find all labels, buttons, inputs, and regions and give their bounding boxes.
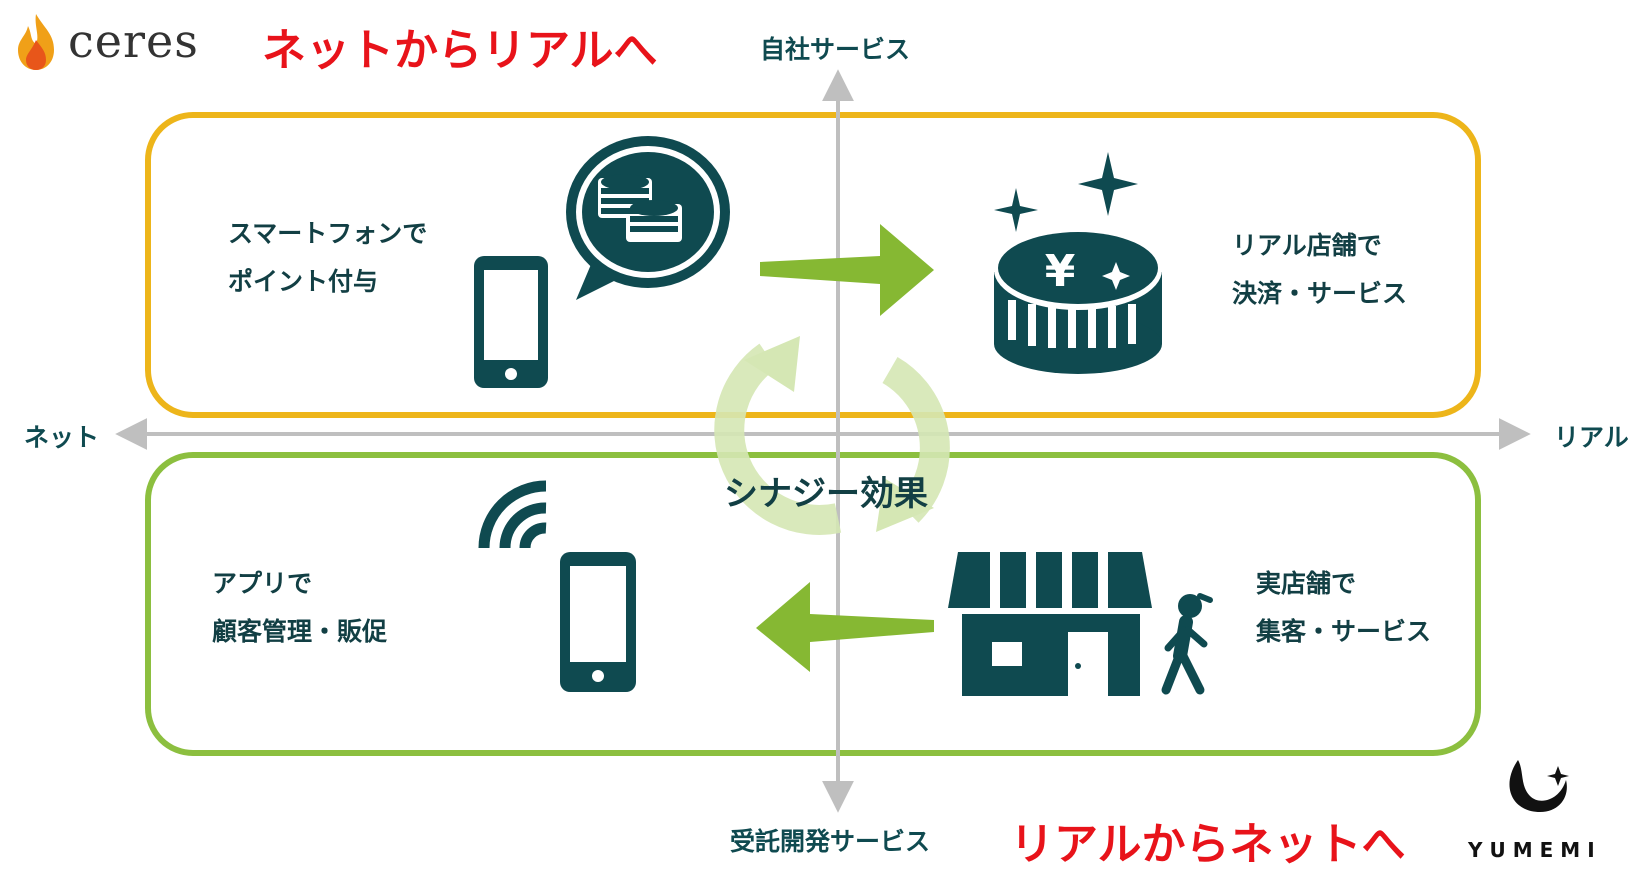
top-quadrant-box — [145, 112, 1481, 418]
bottom-quadrant-box — [145, 452, 1481, 756]
cycle-arrow-head-right — [876, 478, 934, 532]
axis-label-left: ネット — [24, 423, 100, 452]
caption-bottom-left-line2: 顧客管理・販促 — [212, 617, 388, 646]
arrow-net-to-real — [760, 224, 934, 316]
caption-top-right-line2: 決済・サービス — [1232, 279, 1408, 308]
smartphone-icon-bottom — [560, 552, 636, 692]
brand-name: ceres — [68, 14, 199, 68]
caption-top-left-line1: スマートフォンで — [228, 219, 428, 248]
headline-real-to-net: リアルからネットへ — [1010, 819, 1406, 870]
caption-bottom-right: 実店舗で 集客・サービス — [1256, 560, 1431, 656]
caption-bottom-left: アプリで 顧客管理・販促 — [212, 560, 387, 656]
axis-label-right: リアル — [1554, 423, 1629, 452]
sparkle-icon — [1078, 152, 1138, 216]
storefront-icon — [948, 552, 1152, 696]
smartphone-icon — [474, 256, 548, 388]
cycle-arrow-head-left — [744, 336, 800, 392]
flame-logo-icon — [18, 14, 54, 70]
sparkle-icon-small — [994, 188, 1038, 232]
yen-coin-icon: ¥ — [994, 230, 1162, 374]
coin-yen-symbol: ¥ — [1045, 246, 1076, 297]
cycle-arrow-icon — [714, 343, 950, 535]
ceres-logo: ceres — [14, 8, 199, 74]
yumemi-logo-icon — [1509, 760, 1569, 812]
caption-top-right: リアル店舗で 決済・サービス — [1232, 222, 1407, 318]
caption-top-right-line1: リアル店舗で — [1232, 231, 1382, 260]
axis-label-bottom: 受託開発サービス — [730, 827, 931, 856]
arrow-real-to-net — [756, 582, 934, 672]
caption-bottom-right-line2: 集客・サービス — [1256, 617, 1432, 646]
headline-net-to-real: ネットからリアルへ — [262, 25, 658, 76]
synergy-label: シナジー効果 — [724, 474, 928, 514]
caption-bottom-left-line1: アプリで — [212, 569, 313, 598]
walking-person-icon — [1161, 593, 1213, 695]
axis-label-top: 自社サービス — [760, 35, 911, 64]
wifi-signal-icon — [478, 480, 547, 549]
caption-bottom-right-line1: 実店舗で — [1256, 569, 1357, 598]
yumemi-wordmark: YUMEMI — [1468, 838, 1602, 862]
coins-speech-bubble-icon — [566, 136, 730, 300]
caption-top-left-line2: ポイント付与 — [228, 267, 379, 296]
caption-top-left: スマートフォンで ポイント付与 — [228, 210, 427, 306]
